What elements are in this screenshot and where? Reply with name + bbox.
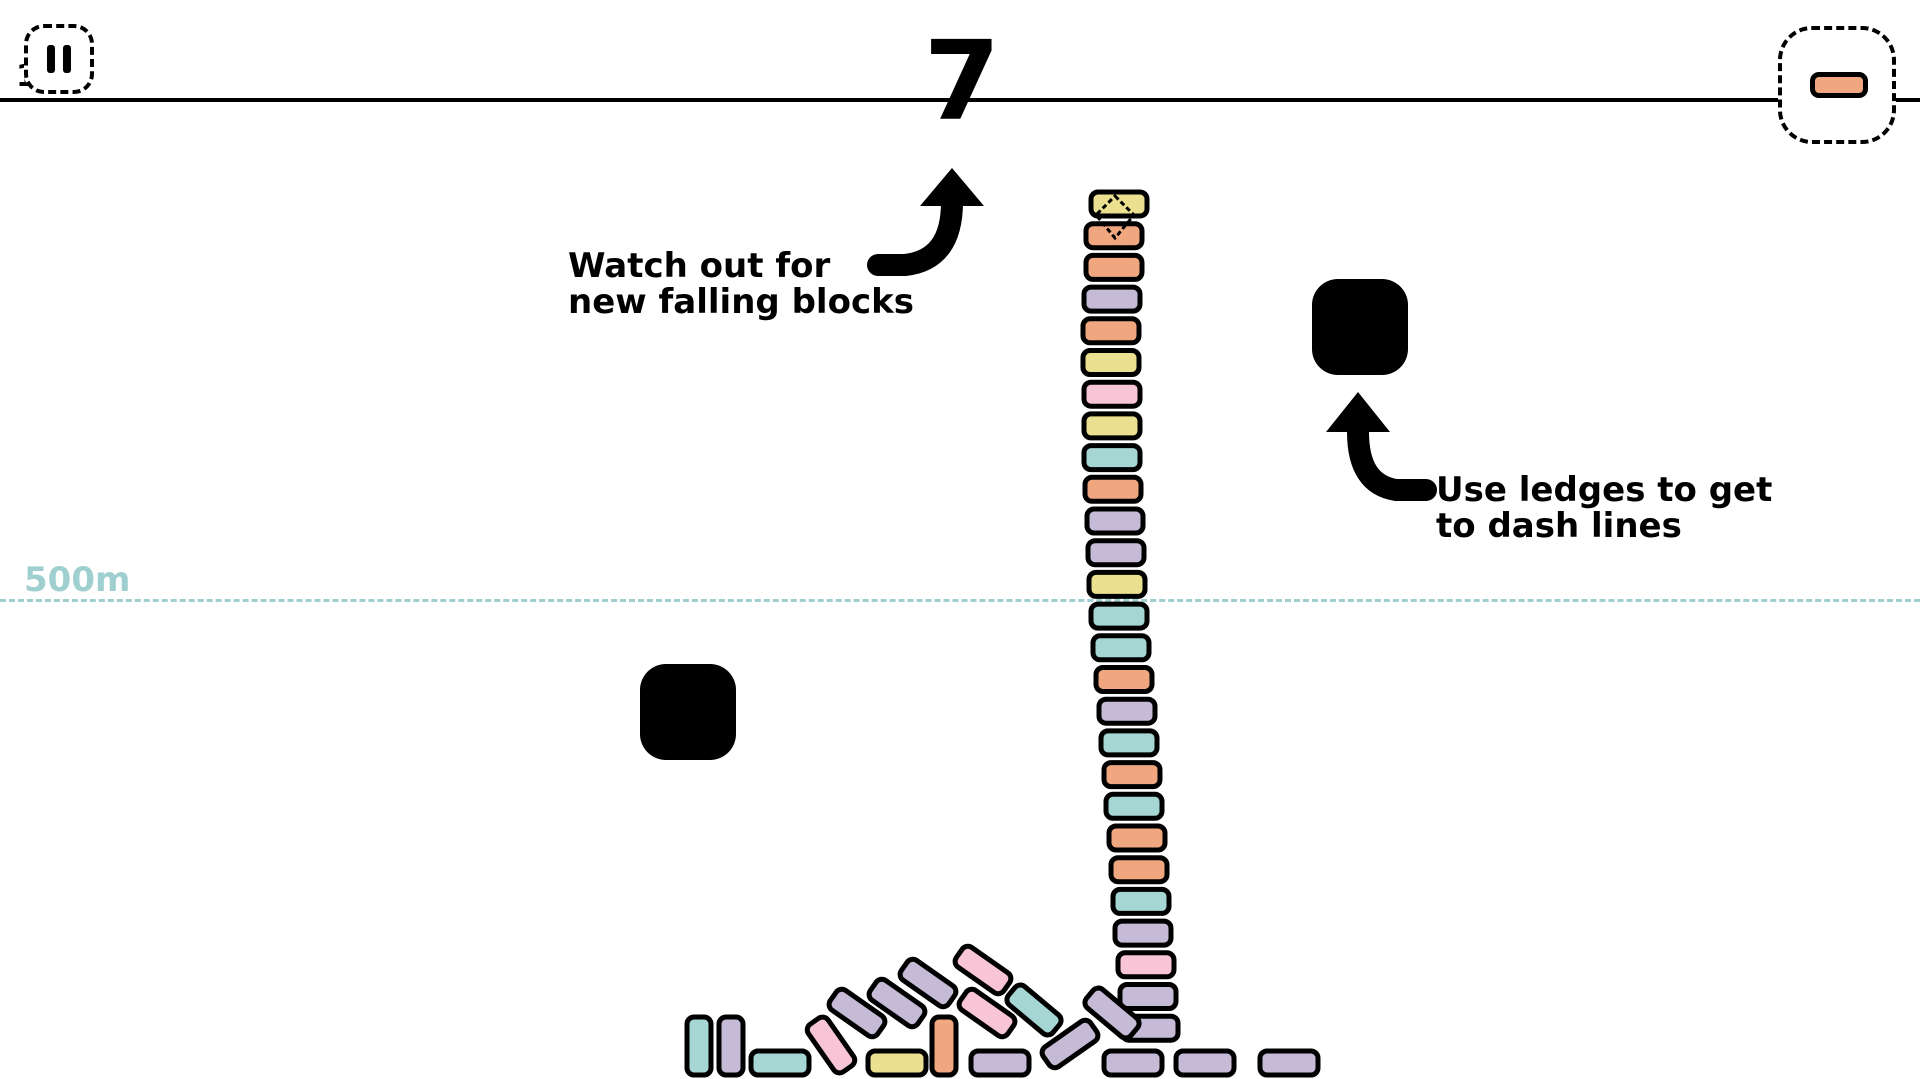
- rubble-block: [1004, 982, 1064, 1038]
- tower-block: [1084, 506, 1146, 536]
- rubble-block: [1257, 1048, 1321, 1078]
- tower-block: [1106, 823, 1168, 853]
- tower-block: [1103, 791, 1165, 821]
- curved-arrow-up-ledge-icon: [1326, 392, 1437, 501]
- rubble-block: [1082, 985, 1142, 1041]
- rubble-block: [1039, 1017, 1101, 1071]
- hint-ledges-line-2: to dash lines: [1436, 506, 1682, 546]
- pause-icon-bar: [63, 45, 71, 73]
- tower-block: [1096, 696, 1158, 726]
- tower-block: [1101, 760, 1163, 790]
- tower-block: [1086, 569, 1148, 599]
- pause-icon: [47, 45, 55, 73]
- tower-block: [1083, 252, 1145, 282]
- hint-falling-line-2: new falling blocks: [568, 282, 914, 322]
- hint-falling-blocks: Watch out for new falling blocks: [568, 248, 914, 320]
- hint-ledges-line-1: Use ledges to get: [1436, 470, 1773, 510]
- tower-block: [1081, 284, 1143, 314]
- rubble-block: [804, 1014, 858, 1076]
- tower-block: [1082, 474, 1144, 504]
- tower-block: [1085, 538, 1147, 568]
- tower-block: [1080, 316, 1142, 346]
- tower-block: [1090, 633, 1152, 663]
- tower-block: [1115, 950, 1177, 980]
- rubble-block: [897, 956, 959, 1010]
- tower-block: [1110, 886, 1172, 916]
- tower-block: [1080, 348, 1142, 377]
- top-boundary-line: [0, 98, 1920, 102]
- pause-button[interactable]: [24, 24, 94, 94]
- height-marker-line: [0, 599, 1920, 602]
- ledge-upper: [1312, 279, 1408, 375]
- next-block-preview: [1778, 26, 1896, 144]
- rubble-block: [1173, 1048, 1237, 1078]
- hint-falling-line-1: Watch out for: [568, 246, 831, 286]
- rubble-block: [716, 1014, 746, 1078]
- score-counter: 7: [923, 17, 1001, 145]
- rubble-block: [1101, 1048, 1165, 1078]
- rubble-block: [956, 986, 1018, 1040]
- tower-block: [1117, 982, 1179, 1011]
- tower-block: [1112, 918, 1174, 948]
- rubble-block: [684, 1014, 714, 1078]
- hint-ledges: Use ledges to get to dash lines: [1436, 472, 1772, 544]
- rubble-block: [826, 986, 888, 1040]
- tower-block: [1088, 189, 1150, 219]
- height-marker-label: 500m: [24, 560, 131, 600]
- tower-block: [1088, 601, 1150, 631]
- tower-block: [1081, 379, 1143, 409]
- tower-block: [1081, 411, 1143, 441]
- tower-block: [1108, 855, 1170, 885]
- active-block-marker: [1093, 193, 1137, 241]
- tower-block: [1093, 665, 1155, 694]
- next-block: [1810, 72, 1868, 98]
- rubble-block: [748, 1048, 812, 1078]
- rubble-block: [929, 1014, 959, 1078]
- rubble-block: [952, 943, 1014, 997]
- rubble-block: [866, 976, 928, 1030]
- tower-block: [1081, 443, 1143, 473]
- curved-arrow-up-icon: [867, 168, 984, 276]
- rubble-block: [865, 1048, 929, 1078]
- rubble-block: [968, 1048, 1032, 1078]
- tower-block: [1098, 728, 1160, 758]
- ledge-lower: [640, 664, 736, 760]
